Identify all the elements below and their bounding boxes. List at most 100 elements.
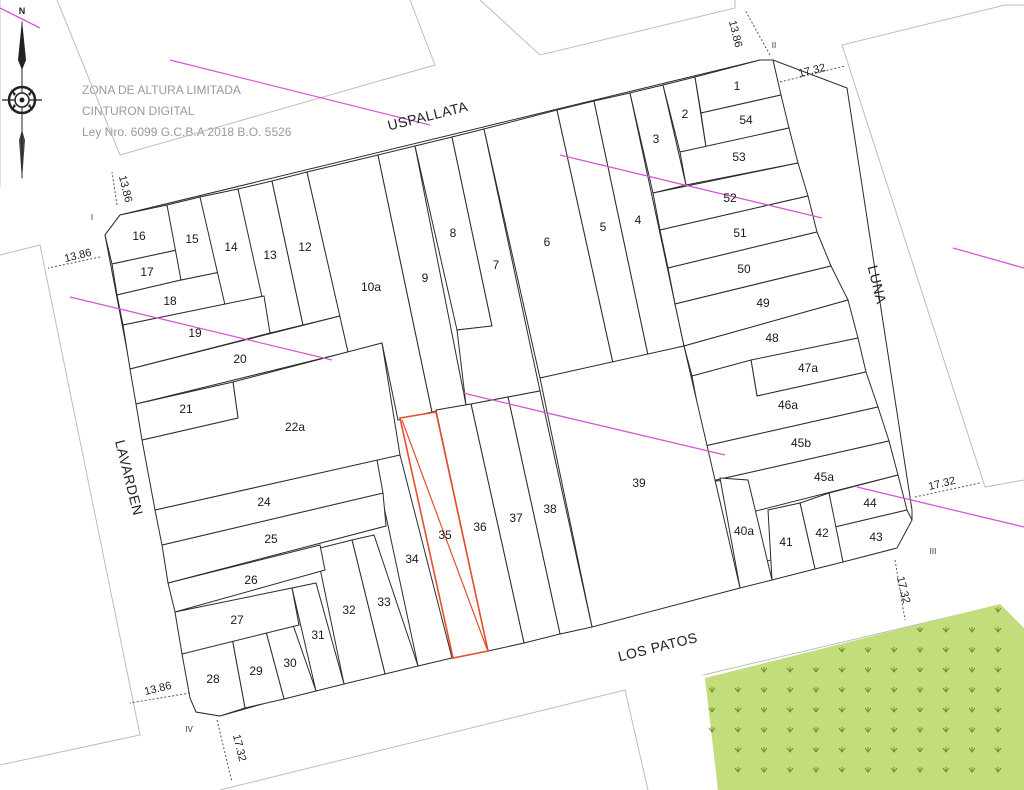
lot-label-9: 9 — [422, 271, 429, 285]
lot-label-16: 16 — [132, 229, 146, 243]
dimension-line-ne-right — [779, 65, 846, 83]
park-tree-icon — [760, 707, 768, 713]
dimension-line-nw-top — [111, 171, 118, 206]
dimension-lines — [47, 9, 981, 783]
park-tree-icon — [916, 667, 924, 673]
park-tree-icon — [864, 767, 872, 773]
park-tree-icon — [812, 687, 820, 693]
height-line-5 — [69, 296, 333, 361]
lot-label-21: 21 — [179, 402, 193, 416]
lot-label-10a: 10a — [361, 280, 381, 294]
north-arrow-icon: N — [2, 6, 42, 180]
park-tree-icon — [890, 747, 898, 753]
park-tree-icon — [890, 687, 898, 693]
lot-label-2: 2 — [682, 107, 689, 121]
lot-32[interactable] — [315, 539, 386, 685]
adjacent-block-west — [0, 244, 141, 766]
park-tree-icon — [786, 687, 794, 693]
park-tree-icon — [838, 667, 846, 673]
lot-label-29: 29 — [249, 664, 263, 678]
lot-40a[interactable] — [719, 477, 773, 589]
lot-26[interactable] — [167, 544, 326, 613]
lot-label-14: 14 — [224, 240, 238, 254]
lot-label-52: 52 — [723, 191, 737, 205]
street-los-patos: LOS PATOS — [616, 629, 699, 664]
park-tree-icon — [994, 627, 1002, 633]
compass-outer-ring — [7, 85, 37, 115]
lot-label-32: 32 — [342, 603, 356, 617]
park-tree-icon — [994, 687, 1002, 693]
park-tree-icon — [942, 747, 950, 753]
park-tree-icon — [708, 707, 716, 713]
park-tree-icon — [734, 727, 742, 733]
lot-label-51: 51 — [733, 226, 747, 240]
lot-label-46a: 46a — [778, 398, 798, 412]
compass-ray-nw — [11, 89, 16, 96]
lot-35-highlight — [399, 411, 489, 659]
park-tree-icon — [916, 647, 924, 653]
lot-31[interactable] — [291, 582, 345, 692]
lot-label-13: 13 — [263, 248, 277, 262]
park-tree-icon — [838, 727, 846, 733]
dimension-line-se-right — [914, 482, 981, 498]
lot-label-42: 42 — [815, 526, 829, 540]
lot-label-22a: 22a — [285, 420, 305, 434]
lot-39[interactable] — [539, 345, 741, 628]
park-tree-icon — [838, 707, 846, 713]
lot-label-30: 30 — [283, 656, 297, 670]
park-tree-icon — [916, 747, 924, 753]
park-tree-icon — [786, 727, 794, 733]
park-tree-icon — [942, 727, 950, 733]
park-tree-icon — [812, 727, 820, 733]
park-tree-icon — [734, 687, 742, 693]
dim-ne-top: 13.86 — [726, 19, 744, 49]
park-tree-icon — [786, 767, 794, 773]
vertex-labels: I II III IV — [91, 41, 936, 734]
lot-41[interactable] — [767, 502, 816, 581]
lot-19[interactable] — [122, 295, 271, 370]
park-tree-icon — [890, 767, 898, 773]
height-line-2 — [169, 59, 431, 126]
lot-label-26: 26 — [244, 573, 258, 587]
lot-labels: 1 2 3 4 5 6 7 8 9 10a 12 13 14 15 16 17 … — [132, 79, 883, 686]
lot-label-6: 6 — [544, 235, 551, 249]
park-tree-icon — [942, 767, 950, 773]
height-line-6 — [462, 392, 726, 456]
park-tree-icon — [760, 767, 768, 773]
vertex-i: I — [91, 213, 93, 222]
park-tree-icon — [734, 707, 742, 713]
vertex-iv: IV — [185, 725, 193, 734]
park-tree-icon — [968, 667, 976, 673]
lot-label-17: 17 — [140, 265, 154, 279]
lot-label-7: 7 — [493, 258, 500, 272]
street-uspallata: USPALLATA — [386, 98, 470, 133]
height-line-1 — [0, 7, 41, 29]
park-tree-icon — [994, 727, 1002, 733]
park-tree-icon — [890, 647, 898, 653]
vertex-iii: III — [930, 547, 937, 556]
height-limit-lines — [0, 7, 1024, 528]
lot-21[interactable] — [135, 381, 239, 441]
dim-se-bottom: 17.32 — [894, 575, 912, 605]
dim-se-right: 17.32 — [927, 475, 957, 493]
vertex-ii: II — [772, 41, 776, 50]
park-tree-icon — [864, 647, 872, 653]
park-tree-icon — [760, 727, 768, 733]
park-polygon — [705, 604, 1024, 790]
lot-27[interactable] — [174, 587, 300, 655]
park-tree-icon — [838, 767, 846, 773]
dimension-line-sw-bottom — [216, 719, 233, 783]
legend-zone-name: CINTURON DIGITAL — [82, 104, 195, 118]
park-tree-icon — [994, 647, 1002, 653]
park-tree-icon — [864, 747, 872, 753]
lot-label-27: 27 — [230, 613, 244, 627]
lot-label-49: 49 — [756, 296, 770, 310]
lot-label-28: 28 — [206, 672, 220, 686]
lot-label-19: 19 — [188, 326, 202, 340]
park-tree-icon — [994, 707, 1002, 713]
lot-label-41: 41 — [779, 535, 793, 549]
adjacent-block-northwest — [56, 0, 436, 156]
lot-label-31: 31 — [311, 628, 325, 642]
park-tree-icon — [760, 667, 768, 673]
compass-ray-se — [28, 104, 33, 111]
